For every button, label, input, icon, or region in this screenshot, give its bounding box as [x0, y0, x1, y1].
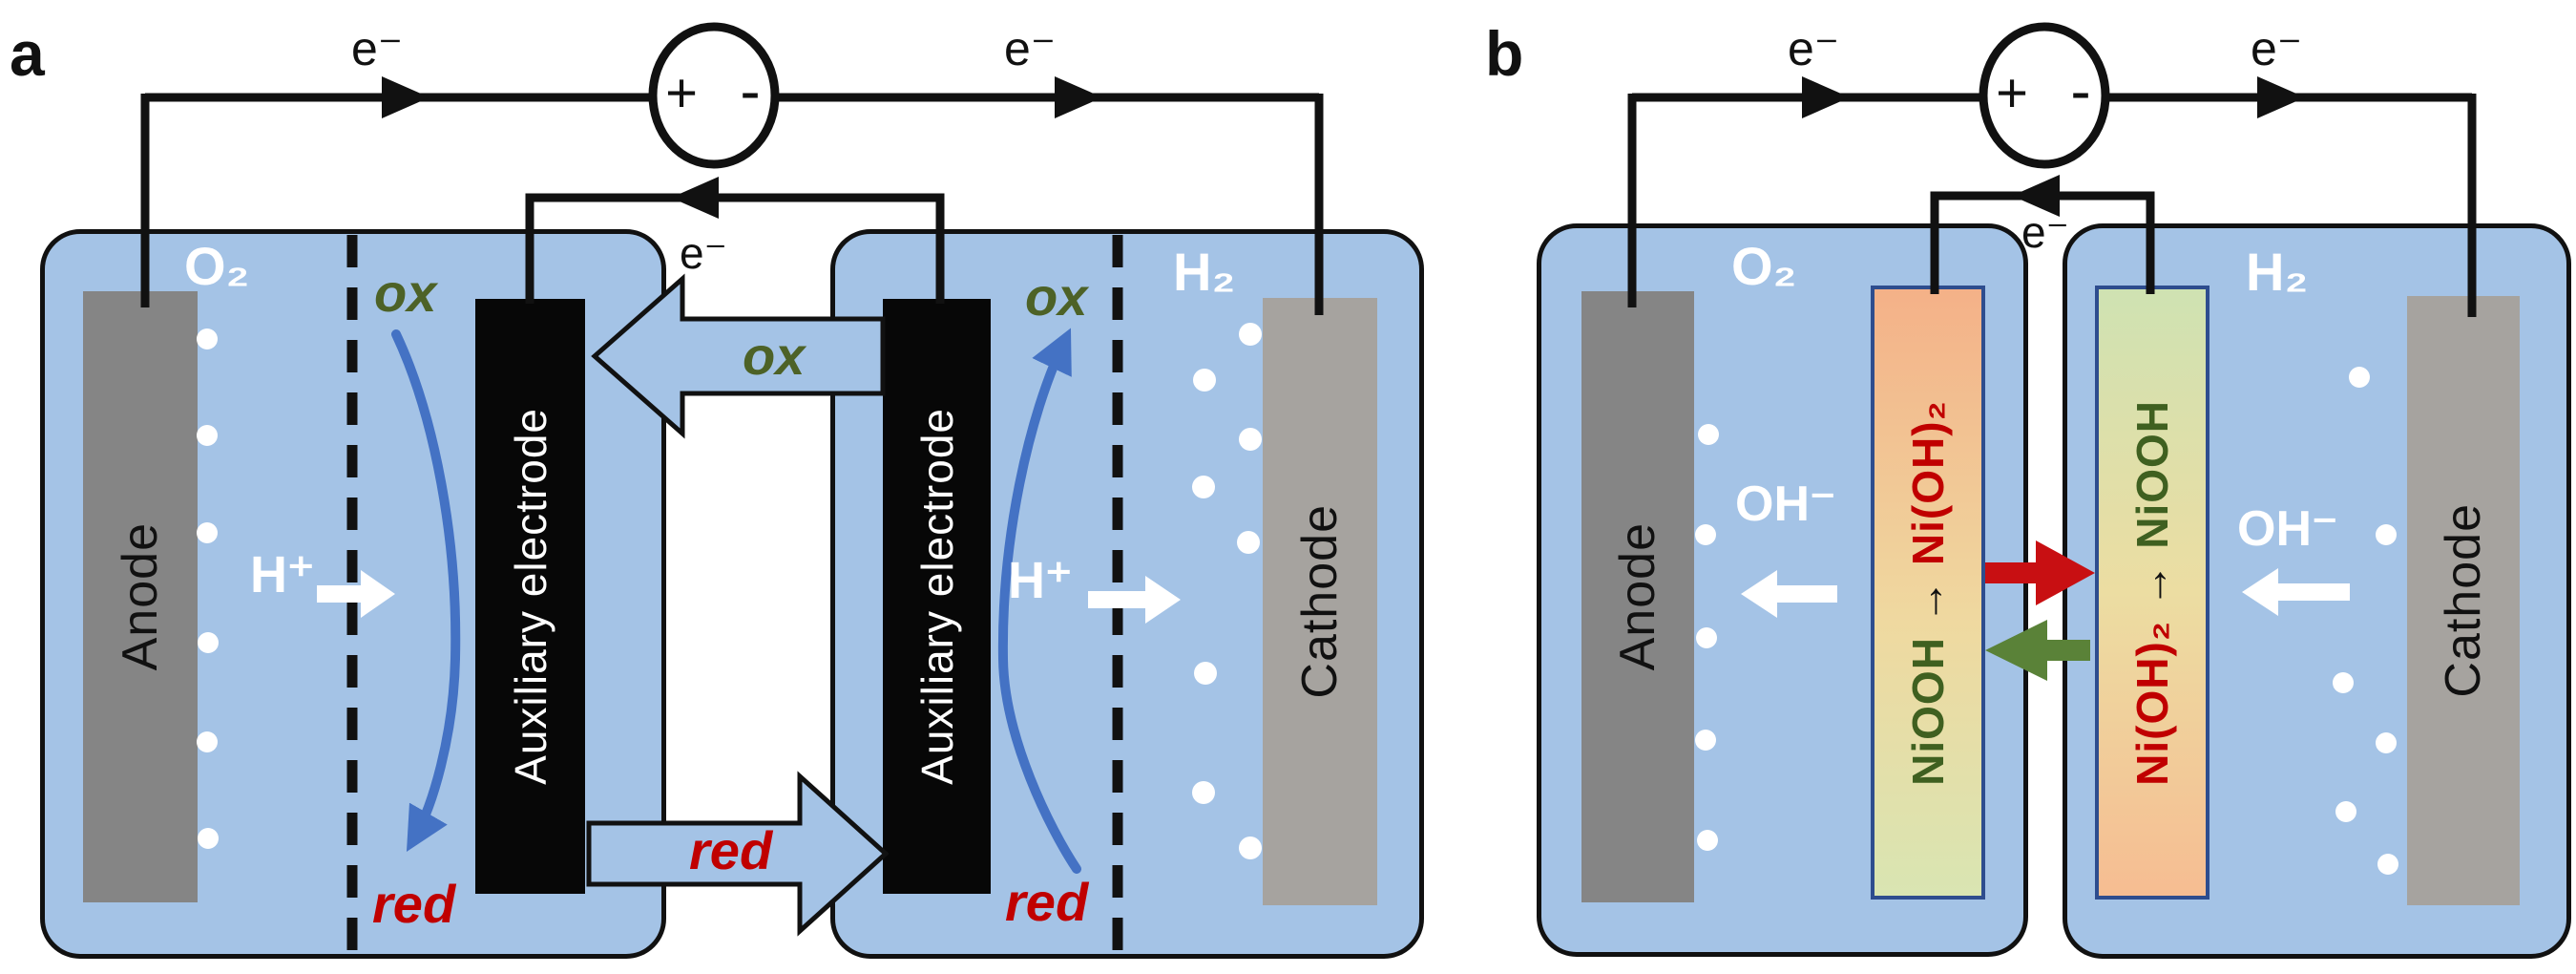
hydroxide-arrow-left-icon [1741, 570, 1837, 618]
proton-label-left-cell: H⁺ [250, 546, 315, 603]
panel-a-label: a [10, 18, 45, 89]
oxygen-bubbles-a [197, 328, 219, 849]
oxygen-gas-label-a: O₂ [184, 236, 250, 296]
electron-label-b-left: e⁻ [1788, 22, 1840, 75]
nickel-electrode-left: NiOOH→Ni(OH)₂ [1871, 286, 1985, 900]
hydrogen-gas-label-a: H₂ [1173, 242, 1236, 302]
proton-arrow-left-icon [317, 570, 395, 618]
panel-b-label: b [1485, 18, 1524, 89]
ox-species-label-left-cell: ox [374, 263, 437, 323]
electron-flow-arrow-icon [1802, 76, 1850, 118]
panel-b-anode-electrode: Anode [1581, 291, 1694, 902]
ox-shuttle-block-arrow [591, 273, 886, 439]
hydrogen-gas-label-b: H₂ [2246, 242, 2309, 302]
electron-label-a-left: e⁻ [351, 22, 404, 75]
charge-shuttle-green-arrow [1985, 620, 2090, 681]
electron-label-a-right: e⁻ [1004, 22, 1057, 75]
power-source-a-icon [648, 22, 780, 169]
power-plus-b: + [1996, 62, 2028, 124]
electron-flow-arrow-icon [382, 76, 429, 118]
hydrogen-bubbles-b [2333, 367, 2398, 875]
panel-a-anode-electrode: Anode [83, 291, 198, 902]
redox-curve-arrow-right [997, 328, 1081, 874]
proton-label-right-cell: H⁺ [1008, 552, 1073, 609]
power-plus-a: + [665, 62, 698, 124]
auxiliary-electrode-right: Auxiliary electrode [883, 299, 991, 894]
hydrogen-bubbles-a [1192, 323, 1262, 859]
power-source-b-icon [1979, 22, 2110, 169]
oxygen-gas-label-b: O₂ [1731, 236, 1797, 296]
hydroxide-label-left-cell: OH⁻ [1735, 476, 1836, 532]
auxiliary-electrode-left: Auxiliary electrode [475, 299, 585, 894]
power-minus-b: - [2070, 56, 2091, 125]
electron-flow-arrow-icon [2012, 175, 2060, 217]
panel-b-cathode-electrode: Cathode [2407, 296, 2520, 905]
red-shuttle-block-arrow [586, 771, 890, 937]
red-species-label-right-cell: red [1005, 872, 1089, 932]
power-minus-a: - [740, 56, 761, 125]
wire-a-auxiliary-loop [525, 193, 945, 304]
electron-flow-arrow-icon [2257, 76, 2305, 118]
electron-label-b-right: e⁻ [2251, 22, 2303, 75]
charge-shuttle-red-arrow [1985, 540, 2095, 605]
hydroxide-label-right-cell: OH⁻ [2237, 501, 2338, 557]
red-species-label-left-cell: red [372, 874, 456, 934]
oxygen-bubbles-b [1695, 424, 1719, 851]
red-shuttle-arrow-label: red [689, 820, 773, 880]
nickel-electrode-right: Ni(OH)₂→NiOOH [2095, 286, 2209, 900]
ox-shuttle-arrow-label: ox [743, 326, 806, 386]
ox-species-label-right-cell: ox [1025, 266, 1088, 327]
electron-label-a-inner: e⁻ [680, 228, 727, 278]
redox-curve-arrow-left [391, 329, 461, 852]
electron-flow-arrow-icon [1055, 76, 1102, 118]
proton-arrow-right-icon [1088, 576, 1181, 624]
panel-a-cathode-electrode: Cathode [1263, 298, 1377, 905]
electron-flow-arrow-icon [671, 177, 719, 219]
hydroxide-arrow-right-icon [2242, 568, 2350, 616]
electron-label-b-inner: e⁻ [2021, 207, 2069, 257]
